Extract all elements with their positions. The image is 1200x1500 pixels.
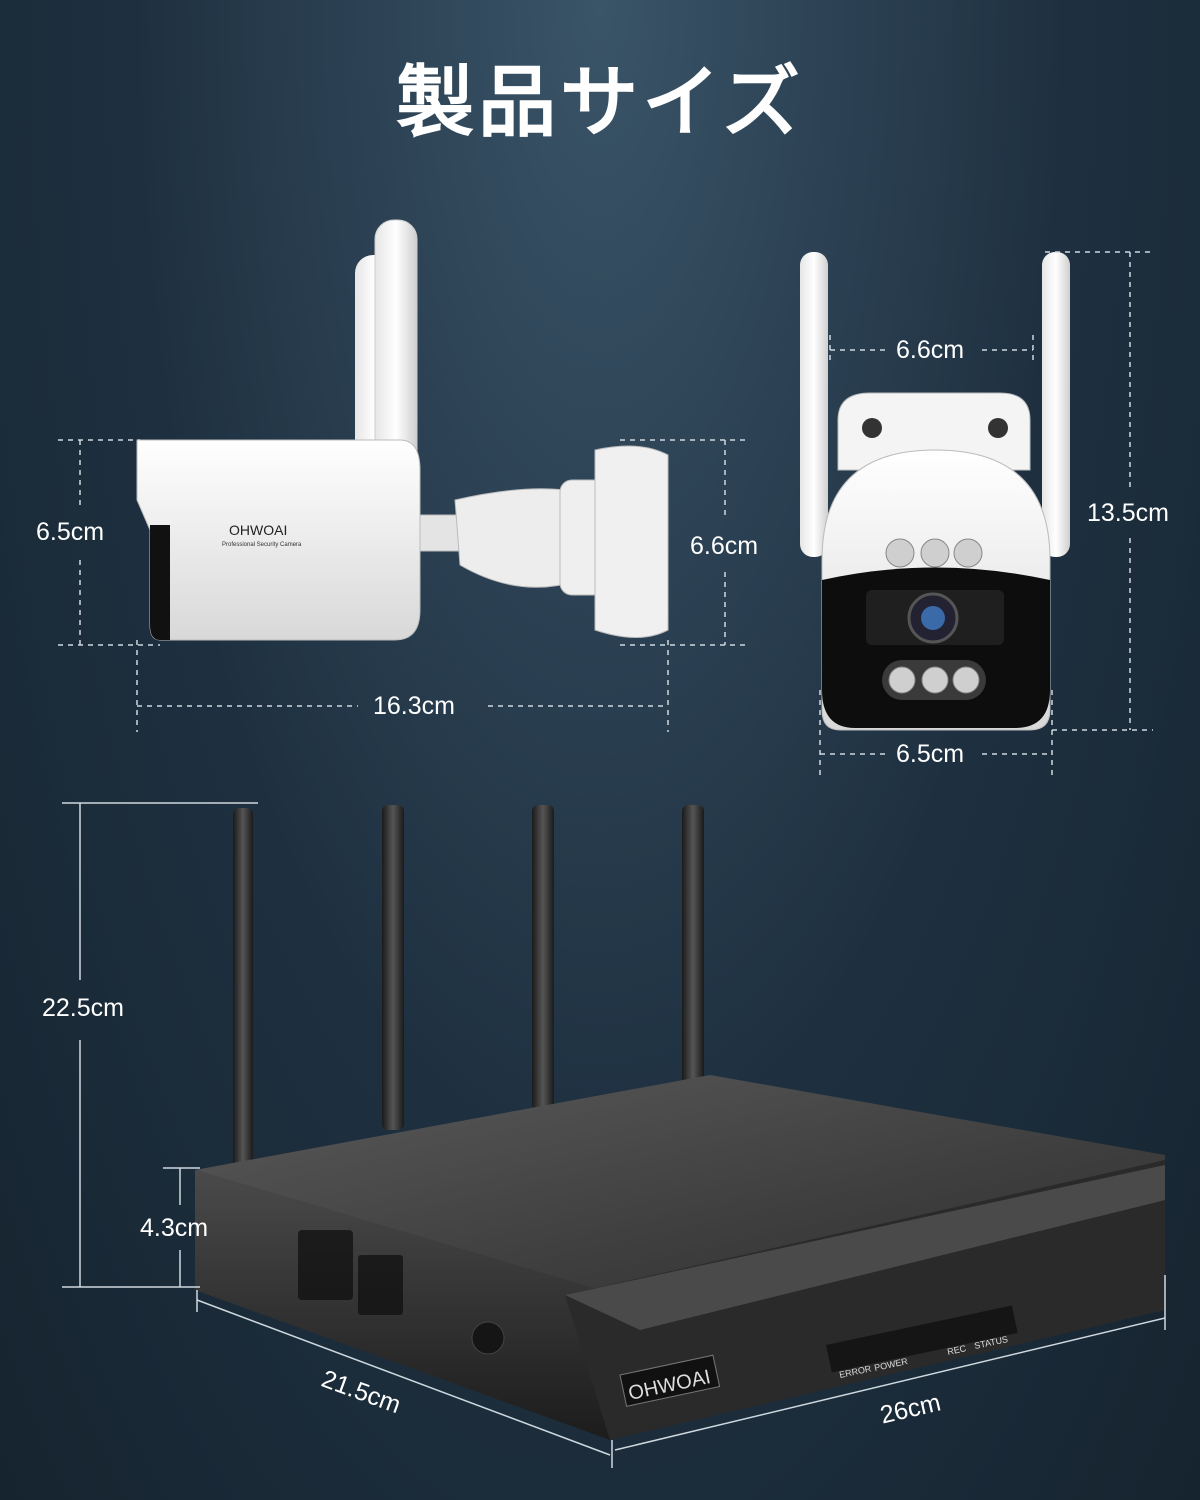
nvr-port [471,1321,505,1355]
camera-front-top-width-label: 6.6cm [896,336,965,364]
camera-side-mount-label: 6.6cm [690,532,759,560]
nvr-antenna-4 [682,805,704,1085]
front-lens-inner [921,606,945,630]
front-screw-right [988,418,1008,438]
camera-wall-plate [594,445,669,638]
camera-side-view [136,219,669,641]
nvr-antenna-2 [382,805,404,1130]
nvr-indicator-rec: REC [946,1343,967,1357]
nvr-total-height-label: 22.5cm [42,994,124,1022]
nvr-device [195,805,1165,1440]
camera-side-length-label: 16.3cm [373,692,455,720]
nvr-indicator-bar [826,1305,1018,1373]
camera-brand-text: OHWOAI [229,522,287,538]
nvr-body-height-label: 4.3cm [140,1214,209,1242]
nvr-dimension-lines [62,802,1166,1468]
camera-body [136,439,421,641]
nvr-antenna-3 [532,805,554,1110]
front-antenna-right [1042,252,1070,557]
camera-front-view [800,252,1070,731]
nvr-vent [298,1230,403,1315]
camera-front-bottom-width-label: 6.5cm [896,740,965,768]
front-leds-bottom [888,666,980,694]
camera-side-dimension-lines [58,439,748,732]
camera-front-height-label: 13.5cm [1087,499,1169,527]
page-title: 製品サイズ [396,58,804,148]
front-screw-left [862,418,882,438]
front-leds-top [885,538,983,568]
camera-tagline-text: Professional Security Camera [222,542,302,548]
camera-lens-front [150,525,170,640]
camera-side-height-label: 6.5cm [36,518,105,546]
camera-front-dimension-lines [819,251,1153,778]
front-mount-cap [837,392,1031,471]
nvr-logo-plate [619,1354,721,1407]
front-antenna-left [800,252,828,557]
nvr-bevel [565,1165,1165,1330]
nvr-antenna-1 [233,808,253,1178]
